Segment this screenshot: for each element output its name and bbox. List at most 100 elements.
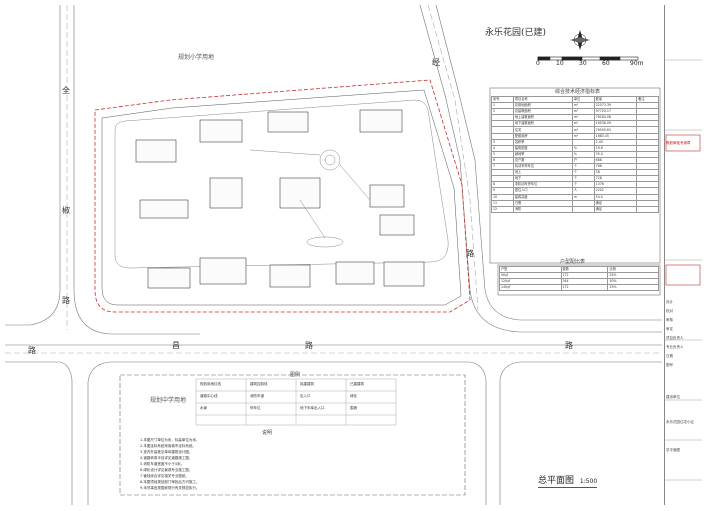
legend-item: 地下车库出入口 [300, 406, 325, 410]
building-13 [335, 261, 375, 285]
indicator-table-cell [571, 205, 595, 213]
road-network [5, 4, 662, 505]
drawing-scale-text: 1:500 [579, 478, 598, 485]
scale-tick-10: 10 [556, 60, 564, 67]
parking-table-frame [497, 264, 661, 296]
indicator-table-frame [489, 87, 661, 264]
road-east-edge-2 [435, 4, 662, 321]
titleblock-row: 审定 [666, 327, 673, 331]
indicator-table-cell: 满足 [593, 205, 638, 213]
note-line: 5.消防车道宽度不小于4米。 [140, 462, 185, 466]
indicator-table-title: 综合技术经济指标表 [555, 89, 601, 95]
indicator-table-cell: 消防 [512, 205, 573, 213]
note-line: 6.绿化设计详见景观专业施工图。 [140, 468, 193, 472]
legend-item: 绿化 [350, 394, 357, 398]
setback-line [101, 89, 462, 306]
title-block [664, 5, 703, 505]
middle-school-label: 规划中学用地 [150, 397, 187, 404]
road-east-char-1: 经 [432, 58, 440, 67]
legend-item: 道路中心线 [200, 394, 218, 398]
building-14 [383, 261, 425, 287]
garden-path-1 [249, 149, 371, 239]
road-south-edge-4 [499, 361, 662, 505]
titleblock-row: 图号 [666, 363, 673, 367]
titleblock-row: 日期 [666, 354, 673, 358]
parking-table-cell: 172 [560, 284, 609, 292]
parking-table-cell: 25% [607, 284, 659, 292]
building-7 [279, 177, 321, 209]
titleblock-row: 项目负责人 [666, 336, 684, 340]
notes-title: 说明 [262, 430, 273, 436]
note-line: 2.本图坐标系统采用城市坐标系统。 [140, 444, 196, 448]
drawing-title-text: 总平面图 [538, 476, 575, 486]
garden-circle-1 [319, 149, 341, 171]
legend-title: 图例 [290, 372, 301, 378]
company-seal [665, 264, 701, 286]
legend-item: 规划用地红线 [200, 382, 221, 386]
primary-school-label: 规划小学用地 [178, 54, 215, 61]
indicator-table-cell [636, 205, 659, 213]
garden-circle-2 [324, 154, 336, 166]
building-1 [135, 139, 177, 163]
road-south-edge-3 [87, 361, 487, 505]
north-arrow [570, 30, 590, 50]
garden-pond [306, 236, 344, 248]
road-south-char-4: 路 [565, 341, 573, 350]
legend-item: 消防车道 [250, 394, 264, 398]
road-west-char-1: 全 [62, 86, 70, 95]
approval-seal [665, 134, 701, 152]
building-5 [139, 199, 189, 219]
road-west-edge-2 [73, 5, 200, 335]
middle-school-plot [119, 374, 466, 496]
legend-item: 出入口 [300, 394, 311, 398]
titleblock-row: 设计 [666, 300, 673, 304]
building-11 [199, 257, 247, 285]
legend-item: 已建建筑 [350, 382, 364, 386]
neighbor-north-label: 永乐花园(已建) [485, 28, 547, 38]
scale-tick-90: 90m [630, 60, 644, 67]
road-east-char-2: 路 [466, 249, 474, 258]
titleblock-row: 专业负责人 [666, 345, 684, 349]
road-center-east [427, 4, 479, 311]
scale-tick-30: 30 [579, 60, 587, 67]
building-12 [269, 264, 311, 288]
scale-tick-60: 60 [602, 60, 610, 67]
buildings [135, 109, 425, 289]
building-3 [267, 111, 309, 133]
internal-loop-road [114, 99, 449, 269]
scale-bar [537, 56, 639, 61]
legend-item: 拟建建筑 [300, 382, 314, 386]
seal-text: 规划审批专用章 [666, 141, 691, 145]
parking-table-cell: 140㎡ [499, 284, 562, 292]
scale-tick-0: 0 [536, 60, 540, 67]
road-west-edge-1 [5, 5, 61, 326]
legend-grid [195, 378, 397, 426]
building-10 [147, 267, 191, 289]
titleblock-row: 校对 [666, 309, 673, 313]
drawing-title: 总平面图 1:500 [538, 473, 598, 488]
note-line: 4.道路转弯半径详见道路施工图。 [140, 456, 193, 460]
legend-item: 停车位 [250, 406, 261, 410]
building-6 [209, 177, 243, 209]
legend-item: 建筑控制线 [250, 382, 268, 386]
note-line: 3.室内外高差见单体建筑设计图。 [140, 450, 193, 454]
road-west-char-3: 路 [62, 296, 70, 305]
central-garden [249, 149, 371, 248]
road-south-char-2: 昌 [172, 341, 180, 350]
road-south-edge-2 [5, 361, 73, 505]
road-south-char-3: 路 [305, 341, 313, 350]
legend-item: 水景 [200, 406, 207, 410]
building-8 [369, 184, 405, 208]
company-name: 建设单位 [666, 395, 680, 399]
road-west-char-2: 椒 [62, 206, 70, 215]
note-line: 7.管线综合详见相关专业图纸。 [140, 474, 189, 478]
parking-table-title: 户型配比表 [560, 259, 586, 265]
